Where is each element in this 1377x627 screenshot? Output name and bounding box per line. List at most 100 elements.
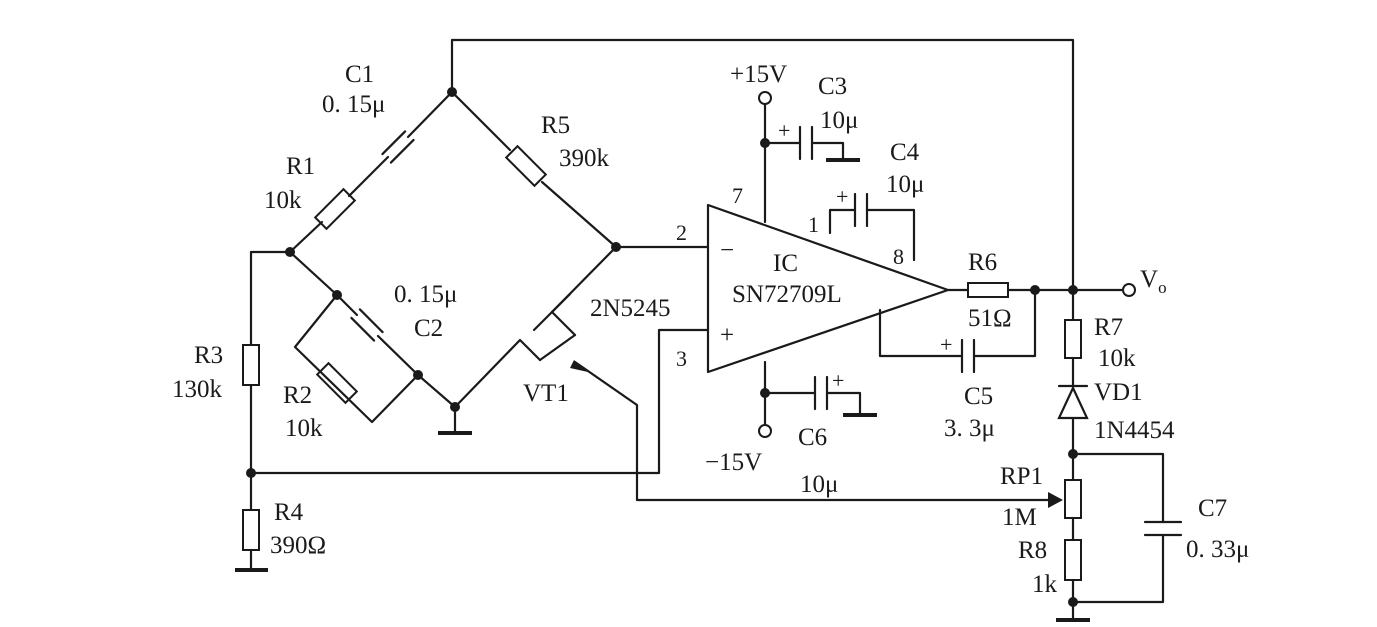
- pin-7-label: 7: [732, 183, 743, 208]
- r7-value: 10k: [1098, 345, 1136, 372]
- ground-symbols: [235, 158, 1090, 622]
- wire-r5-right: [540, 180, 618, 249]
- c4-symbol: [853, 192, 869, 228]
- c5-polarity: +: [940, 332, 952, 357]
- r7-name: R7: [1094, 314, 1123, 341]
- wire-r3-top: [249, 250, 292, 347]
- c3-value: 10μ: [820, 107, 858, 134]
- c2-value: 0. 15μ: [394, 281, 457, 308]
- c1-symbol: [381, 130, 415, 164]
- c6-name: C6: [798, 424, 827, 451]
- output-terminal: [1122, 283, 1136, 297]
- wire-gate-rp1: [573, 360, 1062, 502]
- r8-name: R8: [1018, 537, 1047, 564]
- neg-supply-label: −15V: [705, 449, 762, 476]
- c3-name: C3: [818, 73, 847, 100]
- r1-name: R1: [286, 153, 315, 180]
- r4-value: 390Ω: [270, 532, 326, 559]
- output-label-main: V: [1140, 266, 1158, 293]
- c4-polarity: +: [836, 184, 848, 209]
- rp1-name: RP1: [1000, 463, 1043, 490]
- vd1-name: VD1: [1094, 379, 1143, 406]
- c1-name: C1: [345, 61, 374, 88]
- c6-value: 10μ: [800, 471, 838, 498]
- r1-symbol: [313, 187, 357, 231]
- wire-r3-pin3: [249, 328, 710, 475]
- ic-op-amp-triangle: [706, 203, 950, 374]
- vt1-part-number: 2N5245: [590, 295, 671, 322]
- rp1-wiper-arrow: [1048, 492, 1063, 508]
- c5-value: 3. 3μ: [944, 415, 995, 442]
- r7-symbol: [1064, 319, 1082, 359]
- r4-symbol: [242, 509, 260, 551]
- pin-2-label: 2: [676, 220, 687, 245]
- wire-c3-gnd: [810, 141, 845, 162]
- c7-symbol: [1143, 520, 1183, 537]
- wire-c4-a: [828, 208, 857, 235]
- pin-1-label: 1: [808, 212, 819, 237]
- c2-name: C2: [414, 315, 443, 342]
- resistors: [242, 144, 1082, 581]
- wire-bottom-node: [416, 373, 457, 435]
- c5-symbol: [960, 338, 976, 374]
- pin-8-label: 8: [893, 244, 904, 269]
- c7-name: C7: [1198, 495, 1227, 522]
- neg-supply-terminal: [758, 424, 772, 438]
- r8-value: 1k: [1032, 571, 1058, 598]
- pos-supply-terminal: [758, 91, 772, 105]
- ic-part-number: SN72709L: [732, 281, 842, 308]
- rp1-value: 1M: [1002, 504, 1037, 531]
- r8-symbol: [1064, 539, 1082, 581]
- wire-jfet-source: [453, 338, 542, 409]
- vt1-name: VT1: [523, 380, 569, 407]
- vt1-symbol: [532, 292, 588, 372]
- c6-polarity: +: [832, 368, 844, 393]
- c3-symbol: [798, 125, 814, 161]
- output-label-sub: o: [1158, 278, 1167, 297]
- wire-c4-b: [865, 208, 916, 262]
- wire-c5-b: [972, 288, 1037, 358]
- wire-r2-loop: [293, 293, 420, 424]
- top-feedback-wire: [450, 38, 1075, 292]
- c1-value: 0. 15μ: [322, 91, 385, 118]
- c5-name: C5: [964, 383, 993, 410]
- capacitors: [350, 125, 1183, 537]
- r6-name: R6: [968, 249, 997, 276]
- r3-name: R3: [194, 342, 223, 369]
- wire-c5-a: [878, 308, 964, 358]
- r2-symbol: [315, 361, 359, 405]
- wire-c1-top: [406, 90, 454, 139]
- r5-symbol: [504, 144, 548, 188]
- wire-left-c2: [288, 250, 339, 297]
- c3-polarity: +: [778, 118, 790, 143]
- ic-name: IC: [773, 250, 798, 277]
- ic-minus-input: −: [720, 237, 734, 264]
- r6-value: 51Ω: [968, 305, 1012, 332]
- r4-name: R4: [274, 499, 304, 526]
- wire-c2-b: [376, 334, 420, 377]
- r1-value: 10k: [264, 187, 302, 214]
- r6-symbol: [967, 282, 1009, 298]
- c4-name: C4: [890, 139, 920, 166]
- ic-plus-input: +: [720, 322, 734, 349]
- pos-supply-label: +15V: [730, 61, 787, 88]
- r3-value: 130k: [172, 376, 223, 403]
- wire-c7-bottom: [1071, 533, 1165, 604]
- wire-c1-r1: [347, 155, 390, 198]
- wire-c7-top: [1071, 452, 1165, 524]
- vd1-symbol: [1057, 384, 1089, 420]
- wire-r5-top: [450, 90, 512, 152]
- r2-value: 10k: [285, 415, 323, 442]
- wire-c6-gnd: [825, 391, 862, 417]
- wire-r1-left: [288, 220, 324, 254]
- pin-3-label: 3: [676, 346, 687, 371]
- c2-symbol: [350, 308, 384, 342]
- junctions: [246, 87, 1078, 607]
- output-label: Vo: [1140, 266, 1167, 297]
- r5-value: 390k: [559, 145, 610, 172]
- c4-value: 10μ: [886, 171, 924, 198]
- rp1-symbol: [1064, 479, 1082, 519]
- r3-symbol: [242, 344, 260, 386]
- vd1-part-number: 1N4454: [1094, 417, 1175, 444]
